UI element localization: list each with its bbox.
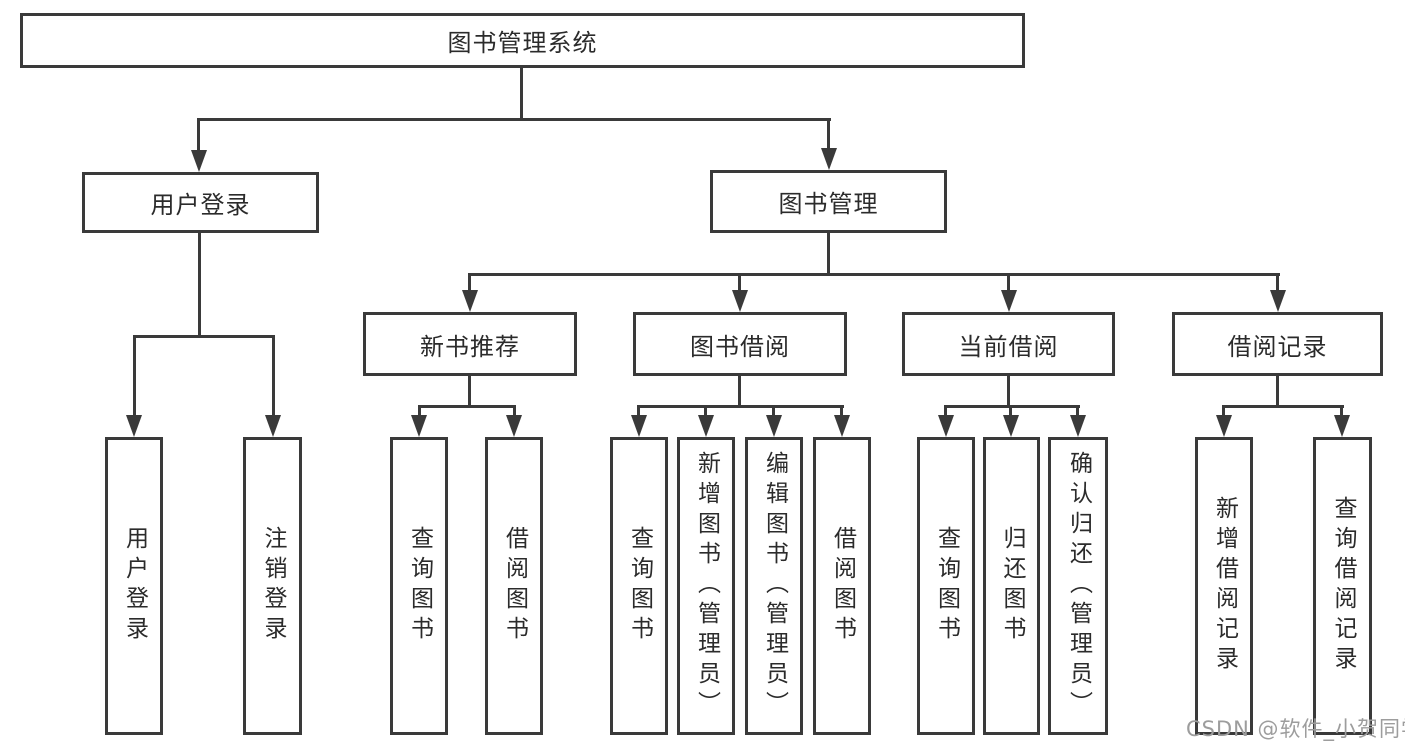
arrowhead-icon [191, 150, 207, 172]
arrowhead-icon [834, 415, 850, 437]
connector-stem [827, 233, 830, 275]
connector-root-bar [197, 118, 831, 121]
arrowhead-icon [938, 415, 954, 437]
connector-stem [468, 273, 471, 292]
node-user-login-branch: 用户登录 [82, 172, 319, 233]
csdn-watermark: CSDN @软件_小贺同学 [1186, 717, 1405, 741]
node-book-borrowing: 图书借阅 [633, 312, 847, 376]
leaf-borrow-books-borrowing: 借阅图书 [813, 437, 871, 735]
arrowhead-icon [821, 148, 837, 170]
connector-stem [513, 405, 516, 419]
connector-stem [1276, 273, 1279, 292]
connector-stem [1076, 405, 1079, 419]
connector-stem [637, 405, 640, 419]
connector-bar [418, 405, 516, 408]
connector-stem [704, 405, 707, 419]
connector-stem [772, 405, 775, 419]
leaf-borrow-books-recommend: 借阅图书 [485, 437, 543, 735]
connector-stem [840, 405, 843, 419]
connector-stem [1222, 405, 1225, 419]
connector-bar [944, 405, 1080, 408]
node-book-management-branch: 图书管理 [710, 170, 947, 233]
connector-bar [637, 405, 844, 408]
node-current-borrowing: 当前借阅 [902, 312, 1115, 376]
leaf-add-book-admin: 新增图书（管理员） [677, 437, 735, 735]
connector-stem [133, 335, 136, 417]
arrowhead-icon [732, 290, 748, 312]
arrowhead-icon [1334, 415, 1350, 437]
leaf-query-borrow-record: 查询借阅记录 [1313, 437, 1372, 735]
leaf-query-books-current: 查询图书 [917, 437, 975, 735]
leaf-user-login: 用户登录 [105, 437, 163, 735]
connector-stem [1276, 376, 1279, 407]
leaf-edit-book-admin: 编辑图书（管理员） [745, 437, 803, 735]
leaf-add-borrow-record: 新增借阅记录 [1195, 437, 1253, 735]
leaf-query-books-borrowing: 查询图书 [610, 437, 668, 735]
leaf-return-books: 归还图书 [983, 437, 1040, 735]
connector-stem [1007, 376, 1010, 407]
leaf-query-books-recommend: 查询图书 [390, 437, 448, 735]
node-new-book-recommend: 新书推荐 [363, 312, 577, 376]
connector-stem [738, 273, 741, 292]
arrowhead-icon [265, 415, 281, 437]
arrowhead-icon [506, 415, 522, 437]
arrowhead-icon [766, 415, 782, 437]
connector-stem [827, 118, 830, 150]
connector-stem [1340, 405, 1343, 419]
arrowhead-icon [631, 415, 647, 437]
connector-stem [738, 376, 741, 407]
connector-stem [468, 376, 471, 407]
connector-bar [468, 273, 1280, 276]
connector-bar [1222, 405, 1344, 408]
connector-bar [133, 335, 275, 338]
arrowhead-icon [411, 415, 427, 437]
leaf-confirm-return-admin: 确认归还（管理员） [1048, 437, 1108, 735]
arrowhead-icon [1216, 415, 1232, 437]
connector-stem [272, 335, 275, 417]
node-library-management-system: 图书管理系统 [20, 13, 1025, 68]
arrowhead-icon [1070, 415, 1086, 437]
connector-stem [418, 405, 421, 419]
arrowhead-icon [126, 415, 142, 437]
arrowhead-icon [698, 415, 714, 437]
connector-stem [1007, 273, 1010, 292]
connector-stem [944, 405, 947, 419]
arrowhead-icon [462, 290, 478, 312]
connector-stem [198, 233, 201, 337]
connector-root-stem [520, 68, 523, 120]
leaf-logout: 注销登录 [243, 437, 302, 735]
arrowhead-icon [1270, 290, 1286, 312]
node-borrowing-records: 借阅记录 [1172, 312, 1383, 376]
connector-stem [1009, 405, 1012, 419]
arrowhead-icon [1001, 290, 1017, 312]
connector-stem [197, 118, 200, 152]
arrowhead-icon [1003, 415, 1019, 437]
